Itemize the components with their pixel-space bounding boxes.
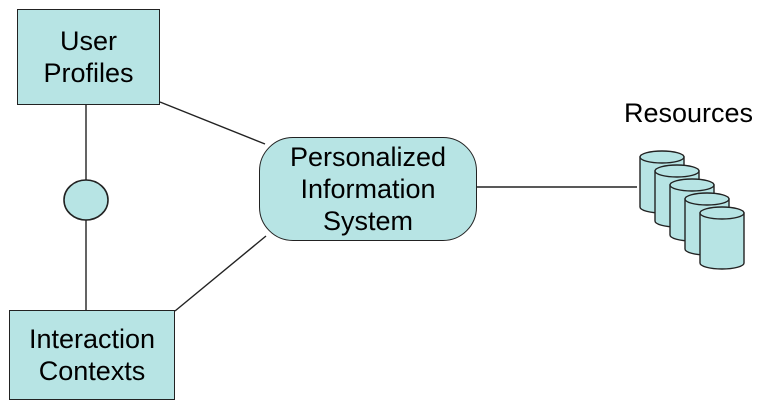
interaction-contexts-box: Interaction Contexts [9, 310, 175, 400]
user-profiles-label: User Profiles [43, 26, 134, 88]
edge-interaction-contexts-to-pis [174, 235, 267, 312]
personalized-information-system-label: Personalized Information System [289, 142, 447, 236]
personalized-information-system-box: Personalized Information System [259, 137, 477, 241]
edge-user-profiles-to-pis [159, 101, 266, 145]
database-cylinder-icon [699, 206, 745, 270]
user-profiles-box: User Profiles [17, 9, 160, 105]
junction-oval [63, 179, 109, 221]
resources-database-stack [639, 150, 745, 270]
interaction-contexts-label: Interaction Contexts [28, 324, 156, 386]
resources-label: Resources [624, 98, 754, 128]
